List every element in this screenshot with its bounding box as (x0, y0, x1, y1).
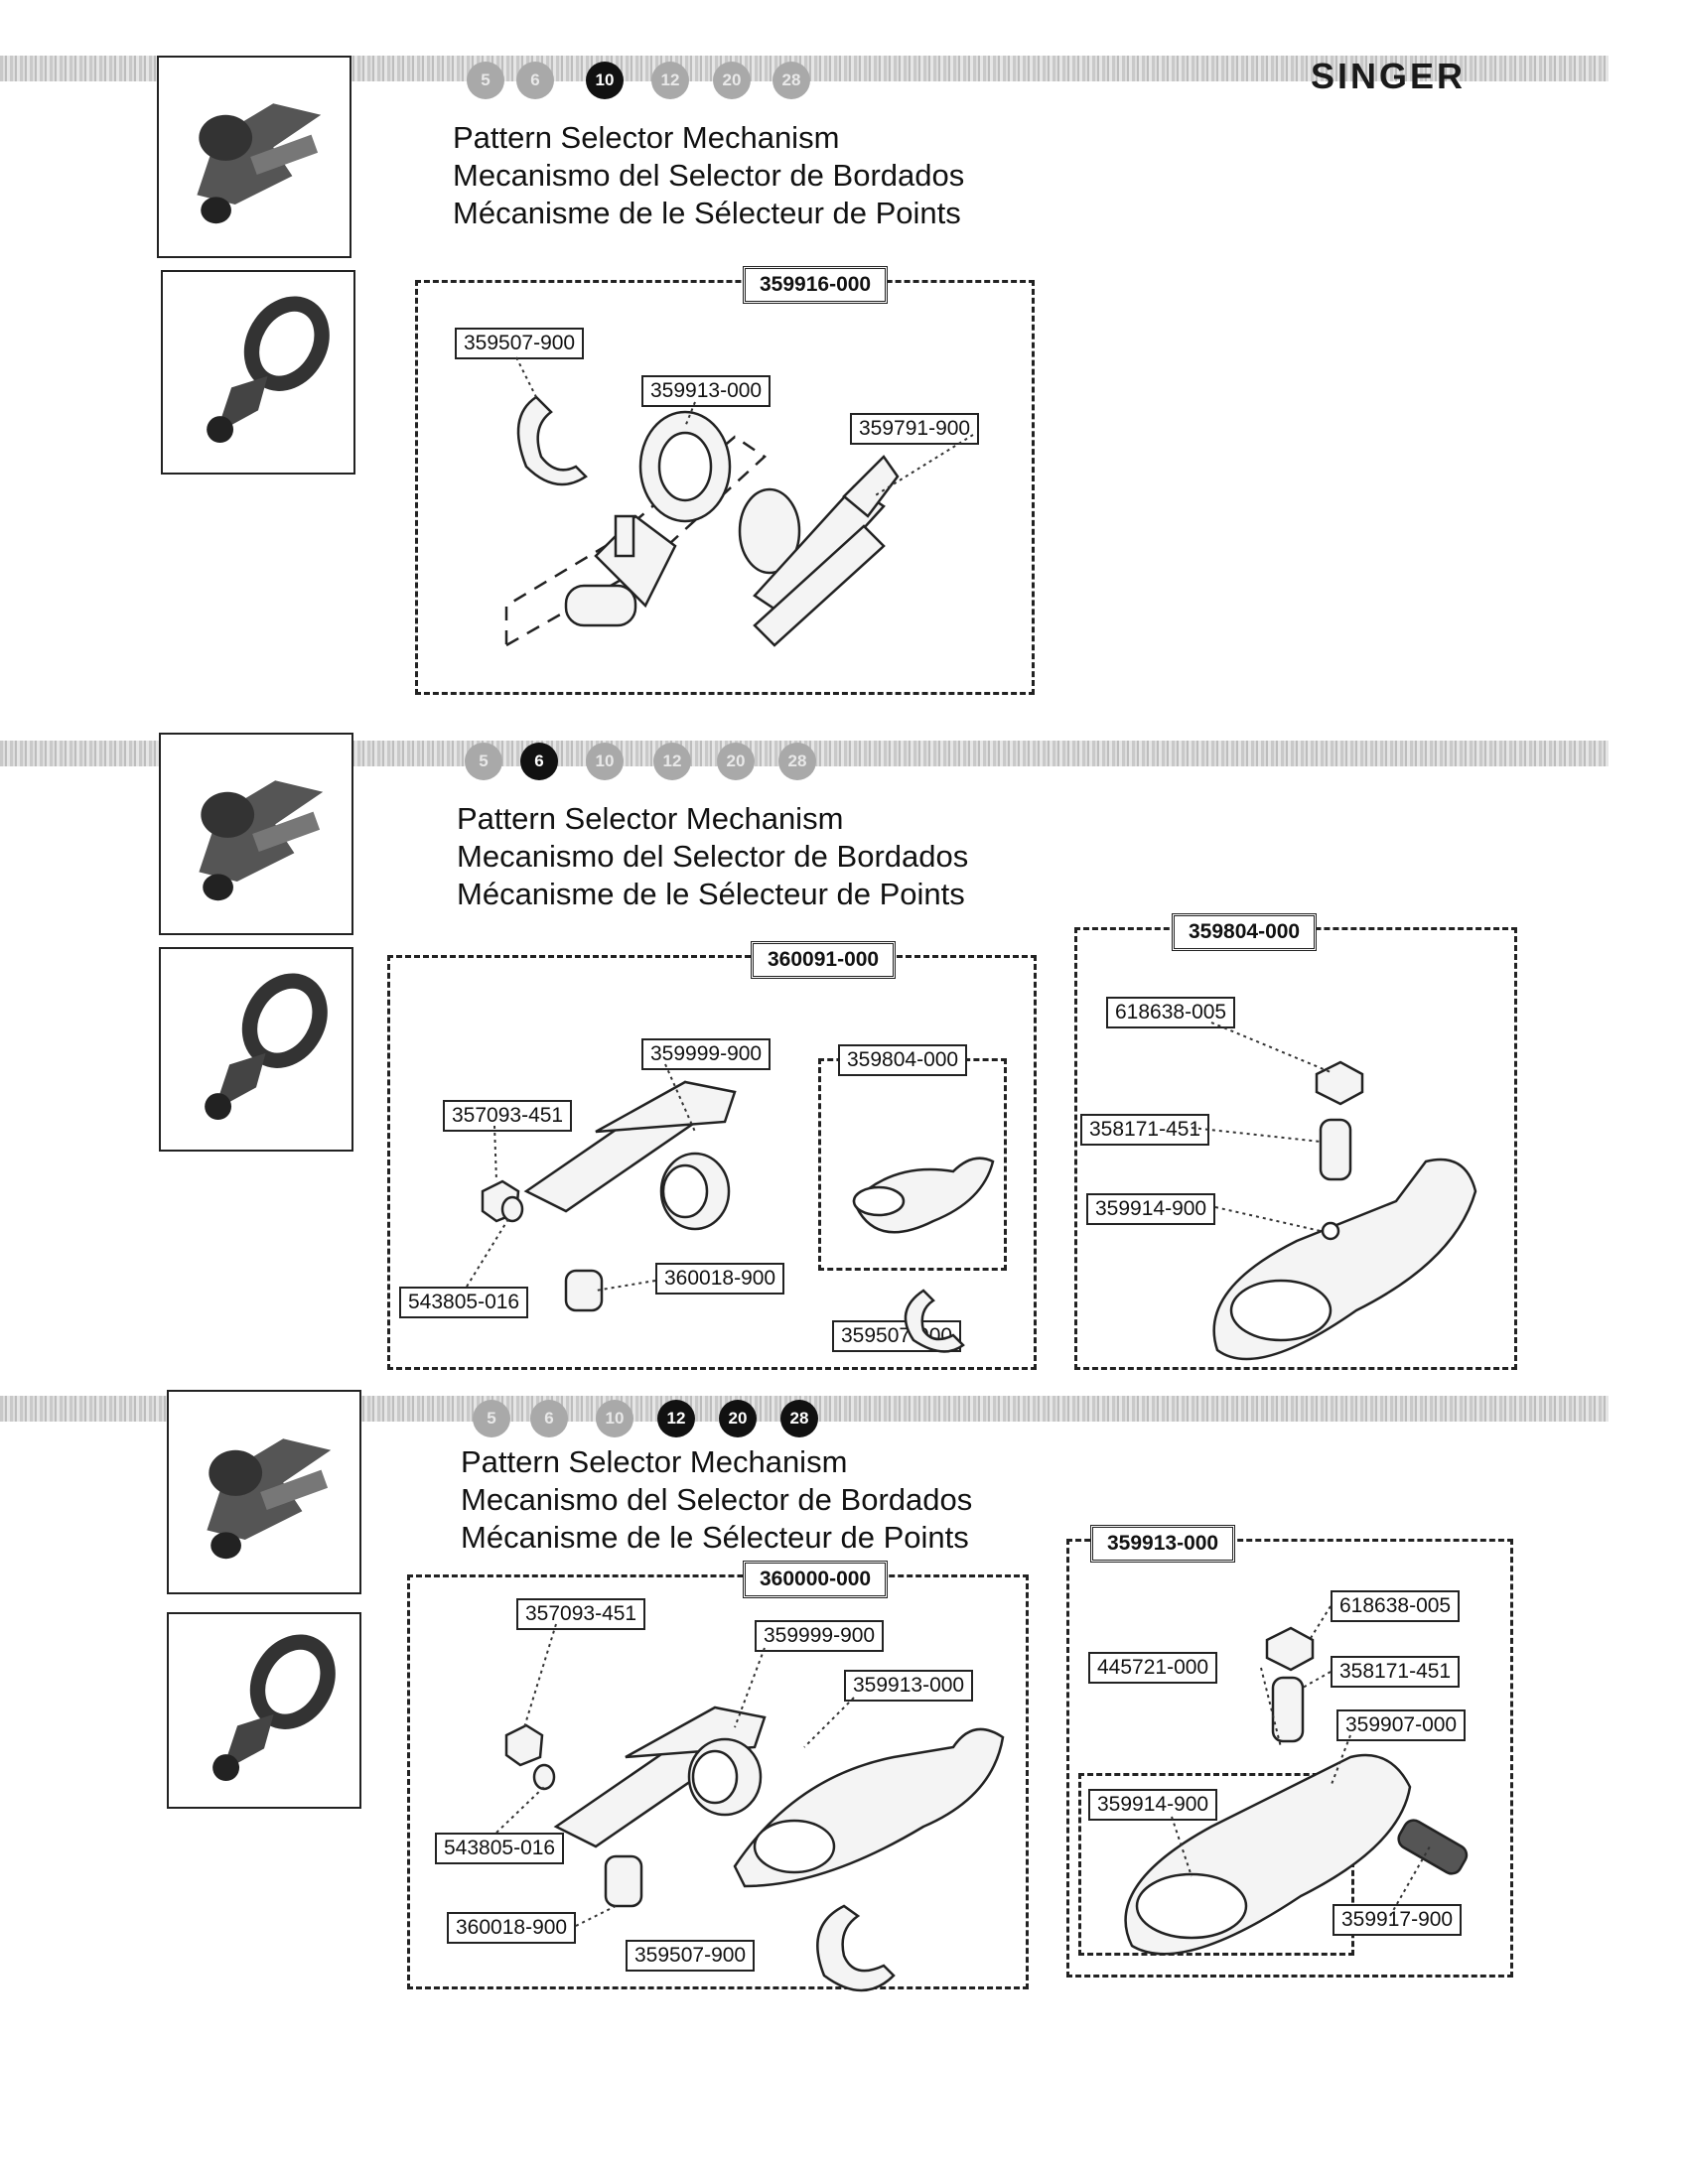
part-number: 359999-900 (755, 1620, 885, 1652)
selector-ring-photo (159, 947, 353, 1152)
part-number: 358171-451 (1331, 1656, 1461, 1688)
model-badge: 28 (778, 743, 816, 780)
model-badge-active: 28 (780, 1400, 818, 1437)
part-number: 357093-451 (516, 1598, 646, 1630)
part-number: 445721-000 (1088, 1652, 1218, 1684)
assembly-number: 359804-000 (1172, 913, 1318, 951)
model-badge: 28 (772, 62, 810, 99)
selector-ring-photo (167, 1612, 361, 1809)
part-number: 359791-900 (850, 413, 980, 445)
assembly-frame (1074, 927, 1517, 1370)
model-badge: 20 (717, 743, 755, 780)
section-title-en: Pattern Selector Mechanism (461, 1444, 848, 1479)
part-number: 358171-451 (1080, 1114, 1210, 1146)
section-title-en: Pattern Selector Mechanism (457, 801, 844, 836)
part-number: 360018-900 (447, 1912, 577, 1944)
model-badge: 6 (530, 1400, 568, 1437)
selector-ring-photo (161, 270, 355, 475)
model-badge-active: 20 (719, 1400, 757, 1437)
part-number: 357093-451 (443, 1100, 573, 1132)
assembly-frame (407, 1574, 1029, 1989)
model-badge-active: 10 (586, 62, 624, 99)
model-badge: 20 (713, 62, 751, 99)
part-number: 359507-900 (626, 1940, 756, 1972)
part-number: 359999-900 (641, 1038, 772, 1070)
selector-cam-photo (159, 733, 353, 935)
part-number: 618638-005 (1331, 1590, 1461, 1622)
part-number: 543805-016 (399, 1287, 529, 1318)
assembly-frame (415, 280, 1035, 695)
part-number: 359507-900 (832, 1320, 962, 1352)
model-badge: 12 (651, 62, 689, 99)
section-title-es: Mecanismo del Selector de Bordados (461, 1482, 973, 1517)
singer-logo: SINGER (1311, 56, 1467, 96)
section-title-es: Mecanismo del Selector de Bordados (453, 158, 965, 193)
model-badge-active: 12 (657, 1400, 695, 1437)
assembly-number: 359916-000 (743, 266, 889, 304)
model-badge-active: 6 (520, 743, 558, 780)
part-number: 543805-016 (435, 1833, 565, 1864)
section-title-en: Pattern Selector Mechanism (453, 120, 840, 155)
section-title-es: Mecanismo del Selector de Bordados (457, 839, 969, 874)
part-number: 360018-900 (655, 1263, 785, 1295)
model-badge: 6 (516, 62, 554, 99)
part-number: 359914-900 (1086, 1193, 1216, 1225)
part-number: 359914-900 (1088, 1789, 1218, 1821)
assembly-frame (1066, 1539, 1513, 1978)
model-badge: 12 (653, 743, 691, 780)
section-title-fr: Mécanisme de le Sélecteur de Points (453, 196, 961, 230)
part-number: 359917-900 (1333, 1904, 1463, 1936)
part-number: 359804-000 (838, 1044, 968, 1076)
assembly-number: 360091-000 (751, 941, 897, 979)
sub-frame (818, 1058, 1007, 1271)
model-badge: 5 (467, 62, 504, 99)
section-title-fr: Mécanisme de le Sélecteur de Points (457, 877, 965, 911)
model-badge: 10 (596, 1400, 633, 1437)
selector-cam-photo (157, 56, 351, 258)
part-number: 618638-005 (1106, 997, 1236, 1028)
part-number: 359913-000 (844, 1670, 974, 1702)
assembly-frame (387, 955, 1037, 1370)
part-number: 359907-000 (1336, 1709, 1467, 1741)
model-badge: 5 (465, 743, 502, 780)
selector-cam-photo (167, 1390, 361, 1594)
part-number: 359913-000 (641, 375, 772, 407)
assembly-number: 359913-000 (1090, 1525, 1236, 1563)
model-badge: 10 (586, 743, 624, 780)
section-title-fr: Mécanisme de le Sélecteur de Points (461, 1520, 969, 1555)
part-number: 359507-900 (455, 328, 585, 359)
model-badge: 5 (473, 1400, 510, 1437)
assembly-number: 360000-000 (743, 1561, 889, 1598)
